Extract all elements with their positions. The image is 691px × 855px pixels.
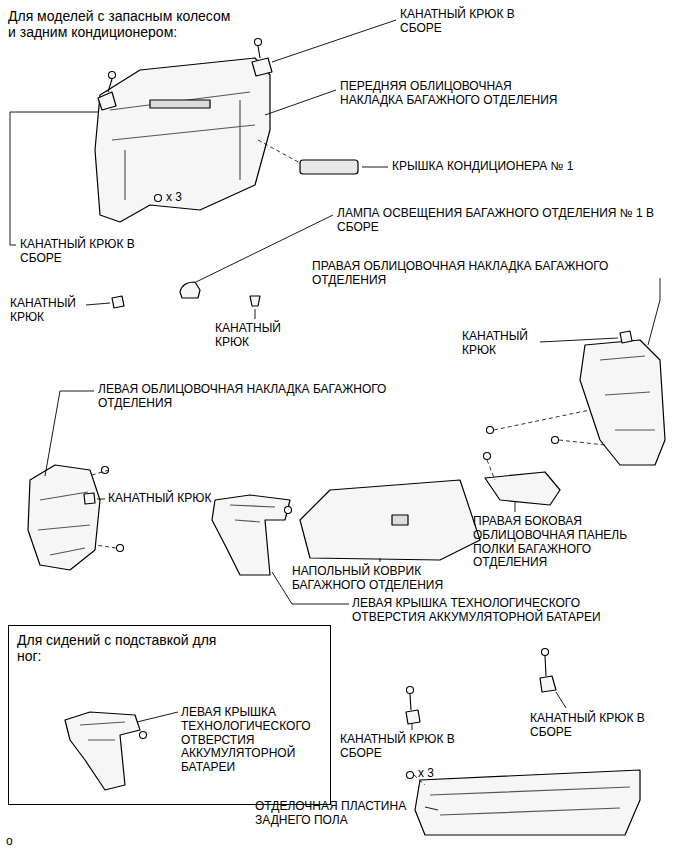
part-label: КАНАТНЫЙ КРЮК В СБОРЕ [400, 8, 525, 36]
trim-detail [600, 356, 655, 430]
part-label: x 3 [166, 191, 182, 205]
part-label: КАНАТНЫЙ КРЮК В СБОРЕ [340, 733, 465, 761]
battery-cover [212, 495, 290, 575]
floor-mat [300, 480, 480, 560]
part-label: ЛЕВАЯ КРЫШКА ТЕХНОЛОГИЧЕСКОГО ОТВЕРСТИЯ … [181, 706, 323, 775]
rear-plate [415, 770, 640, 835]
part-label: ЛЕВАЯ КРЫШКА ТЕХНОЛОГИЧЕСКОГО ОТВЕРСТИЯ … [352, 597, 632, 625]
part-label: ПРАВАЯ БОКОВАЯ ОБЛИЦОВОЧНАЯ ПАНЕЛЬ ПОЛКИ… [473, 515, 658, 570]
part-label: КАНАТНЫЙ КРЮК В СБОРЕ [20, 238, 135, 266]
part-label: ЛЕВАЯ ОБЛИЦОВОЧНАЯ НАКЛАДКА БАГАЖНОГО ОТ… [98, 383, 403, 411]
trim-detail [110, 92, 255, 200]
lamp [180, 282, 200, 298]
mat-handle [392, 515, 408, 525]
hook [252, 58, 272, 76]
part-label: ЛАМПА ОСВЕЩЕНИЯ БАГАЖНОГО ОТДЕЛЕНИЯ № 1 … [337, 207, 672, 235]
front-trim [95, 58, 270, 222]
left-trim [28, 465, 100, 570]
part-label: НАПОЛЬНЫЙ КОВРИК БАГАЖНОГО ОТДЕЛЕНИЯ [292, 565, 482, 593]
section-heading: Для моделей с запасным колесом и задним … [8, 8, 238, 40]
part-label: o [6, 835, 13, 849]
hook [406, 710, 420, 724]
inset-heading: Для сидений с подставкой для ног: [17, 632, 237, 664]
part-label: ПРАВАЯ ОБЛИЦОВОЧНАЯ НАКЛАДКА БАГАЖНОГО О… [312, 260, 674, 288]
hook [84, 493, 95, 504]
cover-detail [80, 722, 125, 740]
plate-detail [430, 787, 630, 815]
inset-box: Для сидений с подставкой для ног: ЛЕВАЯ К… [8, 625, 331, 805]
part-label: КАНАТНЫЙ КРЮК [108, 492, 211, 506]
part-label: КАНАТНЫЙ КРЮК [215, 322, 291, 350]
inset-cover [65, 712, 140, 790]
part-label: КАНАТНЫЙ КРЮК В СБОРЕ [530, 712, 655, 740]
part-label: КАНАТНЫЙ КРЮК [10, 297, 84, 325]
part-label: КАНАТНЫЙ КРЮК [462, 330, 538, 358]
hook [250, 296, 260, 306]
hook [620, 331, 632, 343]
trim-slot [150, 100, 210, 108]
ac-cover [300, 160, 358, 174]
hook [540, 676, 556, 692]
right-trim [580, 340, 665, 465]
part-label: x 3 [418, 767, 434, 781]
trim-detail [38, 492, 90, 555]
shelf-panel [485, 472, 560, 505]
cover-detail [230, 505, 275, 522]
hook [98, 92, 116, 110]
hook [112, 296, 124, 308]
part-label: КРЫШКА КОНДИЦИОНЕРА № 1 [392, 160, 622, 174]
part-label: ПЕРЕДНЯЯ ОБЛИЦОВОЧНАЯ НАКЛАДКА БАГАЖНОГО… [340, 80, 575, 108]
